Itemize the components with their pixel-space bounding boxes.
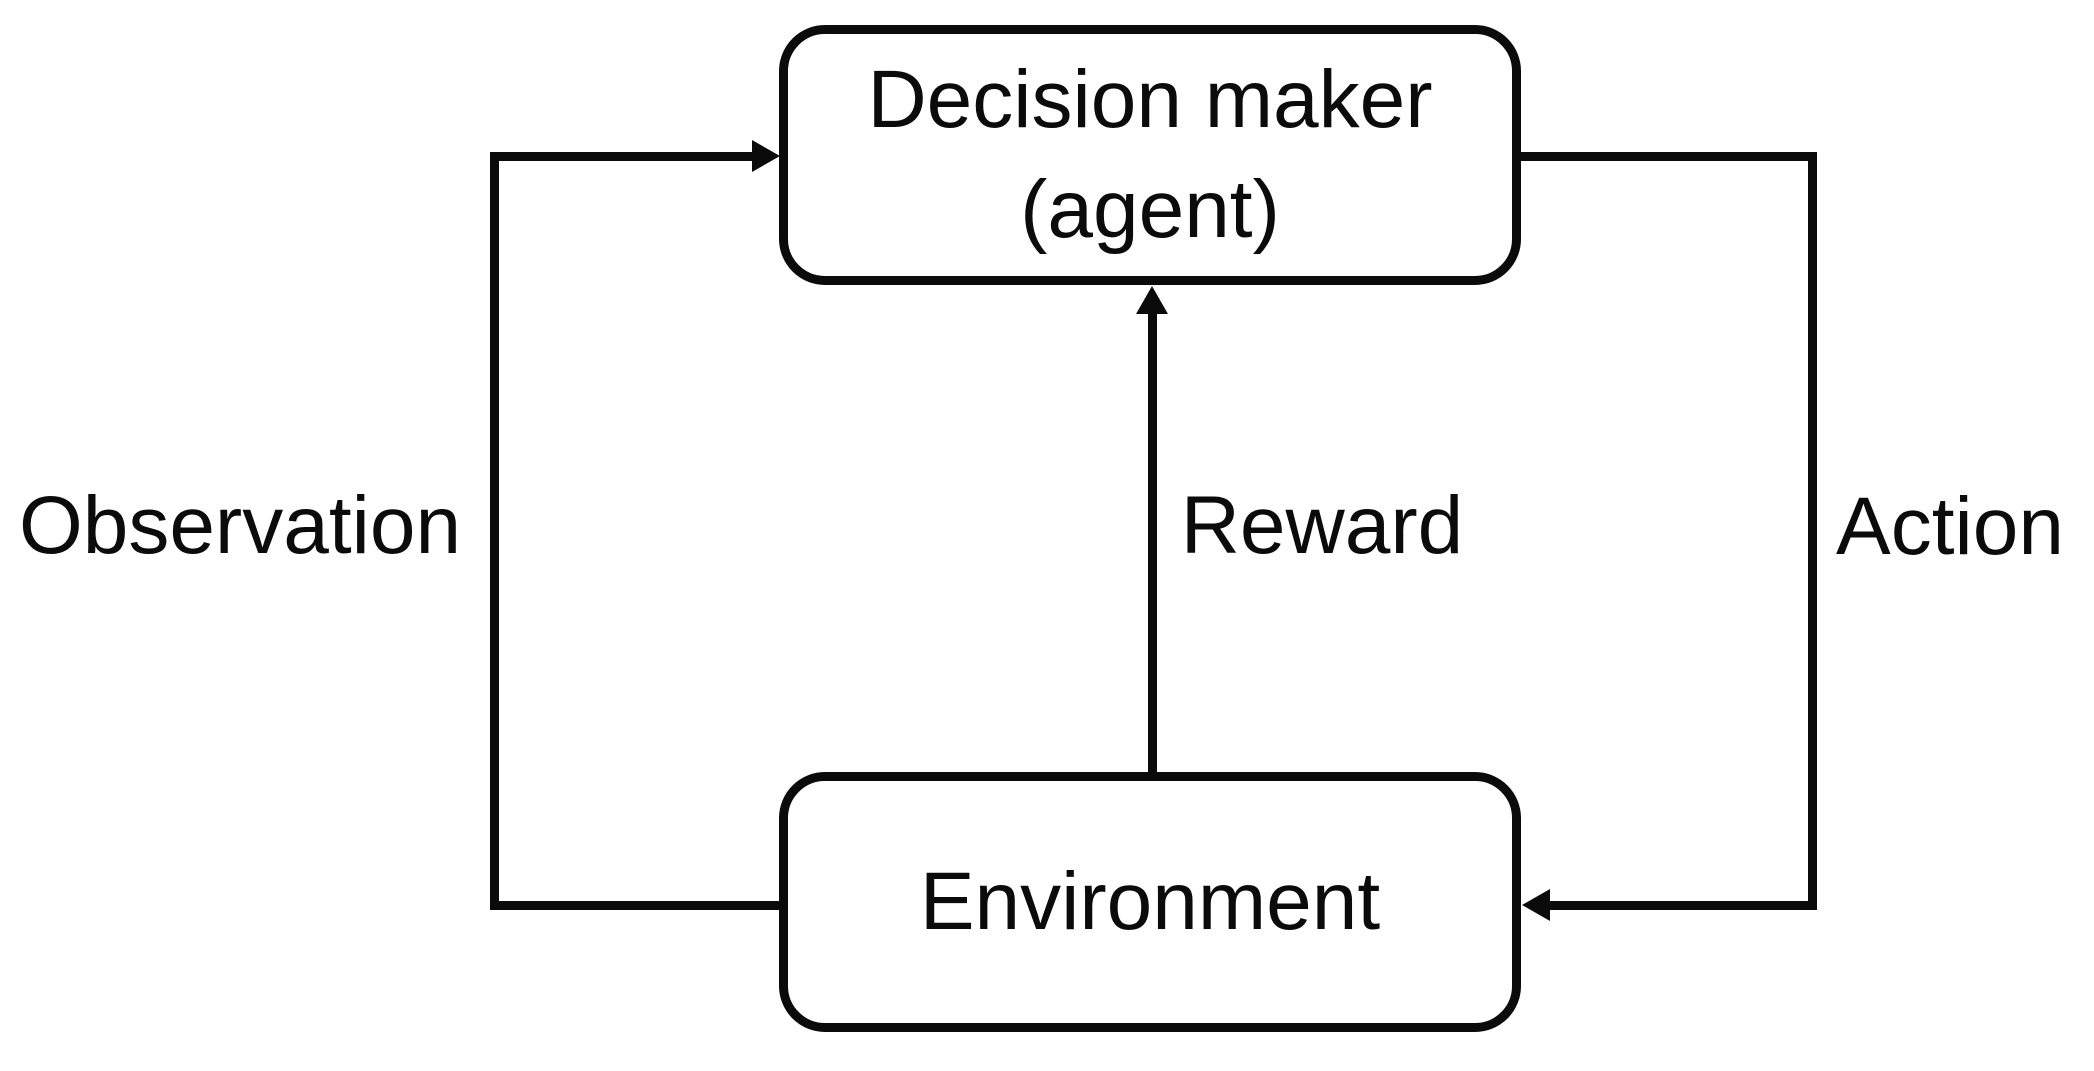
action-edge-vertical-segment — [1808, 152, 1817, 910]
node-environment: Environment — [779, 772, 1521, 1032]
observation-arrowhead-icon — [752, 140, 780, 172]
action-edge-label: Action — [1836, 481, 2064, 572]
observation-edge-label: Observation — [18, 480, 462, 571]
action-edge-bottom-segment — [1550, 901, 1812, 910]
observation-edge-top-segment — [494, 152, 752, 161]
node-decision-maker-label-line2: (agent) — [1020, 164, 1280, 255]
reward-edge-vertical-segment — [1148, 312, 1157, 776]
node-decision-maker-label-line1: Decision maker — [867, 54, 1433, 146]
action-edge-top-segment — [1516, 152, 1812, 161]
node-decision-maker: Decision maker (agent) — [779, 25, 1521, 285]
observation-edge-vertical-segment — [490, 152, 499, 910]
observation-edge-bottom-segment — [494, 901, 784, 910]
action-arrowhead-icon — [1522, 889, 1550, 921]
reward-arrowhead-icon — [1136, 286, 1168, 314]
node-environment-label: Environment — [919, 856, 1381, 948]
reward-edge-label: Reward — [1180, 480, 1464, 571]
